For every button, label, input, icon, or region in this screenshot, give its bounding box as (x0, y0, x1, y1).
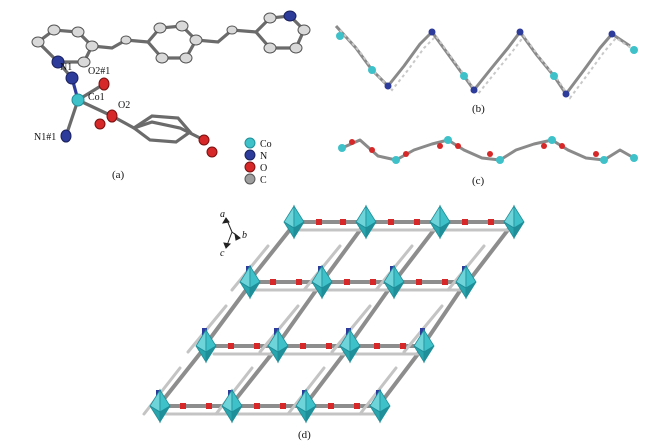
panel-a: N1 O2#1 Co1 O2 N1#1 Co N O C (a) (31, 10, 311, 186)
panel-label-b: (b) (472, 103, 485, 115)
octahedron (339, 328, 361, 364)
octahedron (413, 328, 435, 364)
octahedron (221, 388, 243, 424)
legend-label-c: C (260, 175, 267, 186)
octahedron (239, 264, 261, 300)
zigzag-chain (334, 24, 631, 96)
axis-label-c: c (220, 248, 225, 259)
legend-item-co: Co (244, 137, 272, 150)
nitrogen-markers (156, 266, 467, 397)
legend-item-o: O (244, 161, 267, 174)
octahedron (383, 264, 405, 300)
linker-network (158, 220, 518, 408)
octahedron (369, 388, 391, 424)
panel-d: a b c (142, 204, 525, 441)
octahedron (149, 388, 171, 424)
octahedron (295, 388, 317, 424)
panel-b: (b) (334, 24, 638, 115)
atom-label-n1-1: N1#1 (34, 132, 56, 143)
octahedron (267, 328, 289, 364)
axis-label-a: a (220, 209, 225, 220)
legend-item-c: C (244, 173, 267, 186)
legend-swatch-co (244, 137, 256, 149)
legend-label-o: O (260, 163, 267, 174)
octahedron (429, 204, 451, 240)
octahedron (195, 328, 217, 364)
axis-indicator (222, 217, 241, 249)
panel-c: (c) (338, 136, 638, 187)
legend-swatch-c (244, 173, 256, 185)
linear-chain (341, 138, 635, 162)
octahedron (311, 264, 333, 300)
zigzag-nodes (336, 28, 638, 98)
panel-label-c: (c) (472, 175, 485, 187)
legend-swatch-o (244, 161, 256, 173)
oxygen-markers (180, 219, 494, 409)
atom-label-o2: O2 (118, 100, 130, 111)
panel-label-d: (d) (298, 429, 311, 441)
axis-label-b: b (242, 230, 247, 241)
legend-label-n: N (260, 151, 267, 162)
cobalt-octahedra (149, 204, 525, 424)
octahedron (355, 204, 377, 240)
legend-item-n: N (244, 149, 267, 162)
linker-network-depth (142, 228, 514, 416)
octahedron (283, 204, 305, 240)
legend-swatch-n (244, 149, 256, 161)
element-legend: Co N O C (244, 137, 272, 186)
atom-spheres (31, 10, 311, 158)
atom-label-o2-1: O2#1 (88, 66, 110, 77)
linear-chain-nodes (338, 136, 638, 164)
atom-label-n1: N1 (60, 62, 72, 73)
legend-label-co: Co (260, 139, 272, 150)
atom-label-co1: Co1 (88, 92, 105, 103)
octahedron (455, 264, 477, 300)
panel-label-a: (a) (112, 169, 125, 181)
octahedron (503, 204, 525, 240)
